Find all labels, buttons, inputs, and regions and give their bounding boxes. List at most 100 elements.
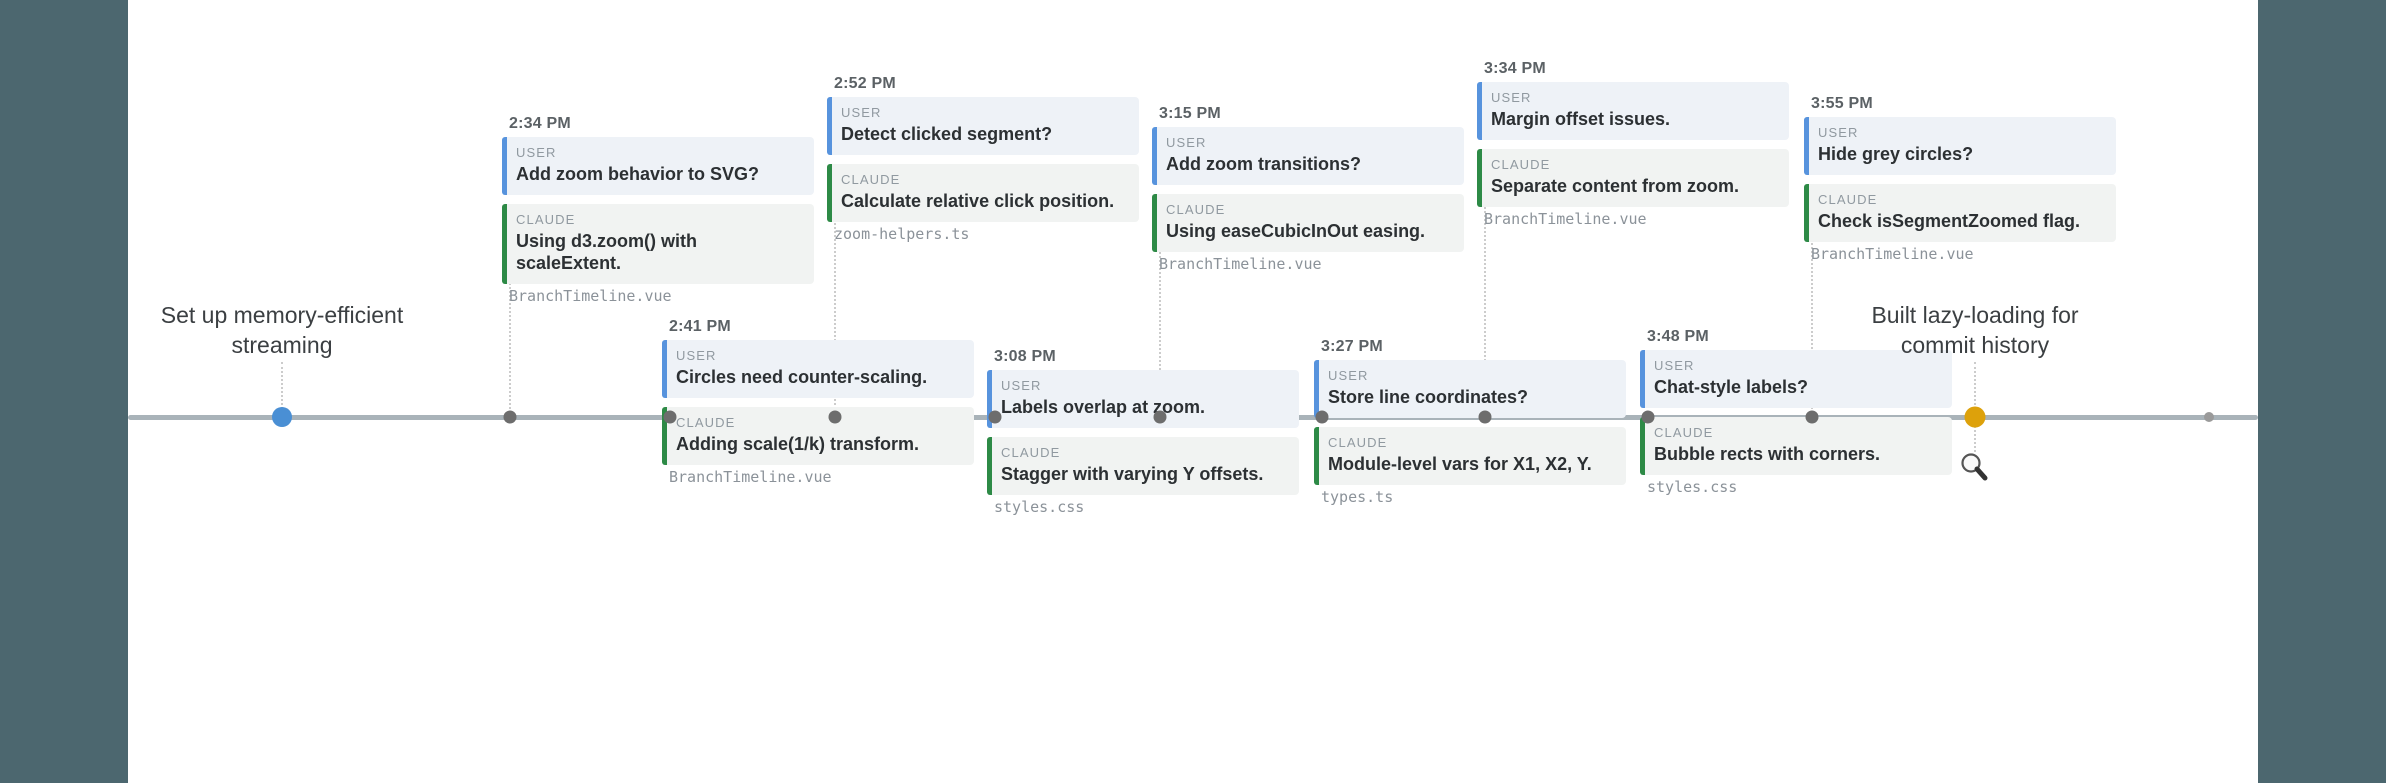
exchange-group[interactable]: 2:41 PM USER Circles need counter-scaling.… — [662, 318, 974, 486]
user-message-card[interactable]: USER Add zoom transitions? — [1152, 127, 1464, 185]
magnifier-icon — [1960, 452, 1990, 489]
user-message-card[interactable]: USER Chat-style labels? — [1640, 350, 1952, 408]
message-text: Add zoom behavior to SVG? — [516, 164, 760, 184]
source-file-label: BranchTimeline.vue — [1159, 255, 1322, 273]
message-role-label: CLAUDE — [1818, 192, 1878, 207]
message-role-label: USER — [1328, 368, 1369, 383]
message-role-label: USER — [1818, 125, 1859, 140]
message-role-label: CLAUDE — [841, 172, 901, 187]
claude-message-card[interactable]: CLAUDE Stagger with varying Y offsets. — [987, 437, 1299, 495]
message-text: Separate content from zoom. — [1491, 176, 1740, 196]
claude-message-card[interactable]: CLAUDE Module-level vars for X1, X2, Y. — [1314, 427, 1626, 485]
message-role-label: USER — [1654, 358, 1695, 373]
message-role-label: USER — [841, 105, 882, 120]
timeline-node[interactable] — [2204, 412, 2214, 422]
message-role-label: CLAUDE — [676, 415, 736, 430]
timeline-node[interactable] — [1478, 410, 1492, 424]
source-file-label: BranchTimeline.vue — [509, 287, 672, 305]
message-role-label: USER — [1491, 90, 1532, 105]
exchange-group[interactable]: 3:34 PM USER Margin offset issues. CLAUDE Se… — [1477, 60, 1789, 228]
message-role-label: CLAUDE — [1166, 202, 1226, 217]
claude-message-card[interactable]: CLAUDE Bubble rects with corners. — [1640, 417, 1952, 475]
node-connector — [509, 255, 511, 417]
source-file-label: BranchTimeline.vue — [1484, 210, 1647, 228]
timeline-node[interactable] — [1805, 410, 1819, 424]
claude-message-card[interactable]: CLAUDE Adding scale(1/k) transform. — [662, 407, 974, 465]
message-text: Labels overlap at zoom. — [1001, 397, 1206, 417]
message-role-label: CLAUDE — [1491, 157, 1551, 172]
user-message-card[interactable]: USER Labels overlap at zoom. — [987, 370, 1299, 428]
claude-message-card[interactable]: CLAUDE Check isSegmentZoomed flag. — [1804, 184, 2116, 242]
message-role-label: USER — [676, 348, 717, 363]
message-role-label: USER — [1001, 378, 1042, 393]
source-file-label: BranchTimeline.vue — [1811, 245, 1974, 263]
timeline-node[interactable] — [1153, 410, 1167, 424]
timeline-node[interactable] — [828, 410, 842, 424]
message-role-label: CLAUDE — [1328, 435, 1388, 450]
node-connector — [1159, 245, 1161, 417]
timeline-node-focused[interactable] — [1964, 406, 1986, 428]
node-connector — [834, 215, 836, 417]
claude-message-card[interactable]: CLAUDE Calculate relative click position. — [827, 164, 1139, 222]
message-role-label: CLAUDE — [1654, 425, 1714, 440]
timeline-node[interactable] — [503, 410, 517, 424]
message-text: Chat-style labels? — [1654, 377, 1809, 397]
message-text: Store line coordinates? — [1328, 387, 1529, 407]
source-file-label: zoom-helpers.ts — [834, 225, 970, 243]
timeline-node-start[interactable] — [272, 407, 292, 427]
user-message-card[interactable]: USER Margin offset issues. — [1477, 82, 1789, 140]
user-message-card[interactable]: USER Add zoom behavior to SVG? — [502, 137, 814, 195]
user-message-card[interactable]: USER Detect clicked segment? — [827, 97, 1139, 155]
message-text: Margin offset issues. — [1491, 109, 1671, 129]
exchange-timestamp: 3:48 PM — [1647, 328, 1709, 345]
timeline-canvas: 2:34 PM USER Add zoom behavior to SVG? CLAU… — [128, 0, 2258, 783]
source-file-label: types.ts — [1321, 488, 1394, 506]
message-text: Calculate relative click position. — [841, 191, 1115, 211]
message-text: Check isSegmentZoomed flag. — [1818, 211, 2081, 231]
exchange-group[interactable]: 2:34 PM USER Add zoom behavior to SVG? CLAU… — [502, 115, 814, 305]
exchange-group[interactable]: 3:27 PM USER Store line coordinates? CLAUDE… — [1314, 338, 1626, 506]
exchange-group[interactable]: 2:52 PM USER Detect clicked segment? CLAUDE… — [827, 75, 1139, 243]
timeline-node[interactable] — [663, 410, 677, 424]
milestone-label: Built lazy-loading for commit history — [1871, 302, 2079, 358]
exchange-timestamp: 2:52 PM — [834, 75, 896, 92]
claude-message-card[interactable]: CLAUDE Separate content from zoom. — [1477, 149, 1789, 207]
milestone-connector — [281, 362, 283, 417]
message-text: Add zoom transitions? — [1166, 154, 1361, 174]
source-file-label: styles.css — [1647, 478, 1738, 496]
message-text: Detect clicked segment? — [841, 124, 1053, 144]
timeline-node[interactable] — [1315, 410, 1329, 424]
message-role-label: CLAUDE — [516, 212, 576, 227]
timeline-node[interactable] — [1641, 410, 1655, 424]
exchange-timestamp: 3:27 PM — [1321, 338, 1383, 355]
exchange-group[interactable]: 3:48 PM USER Chat-style labels? CLAUDE Bubbl… — [1640, 328, 1952, 496]
source-file-label: styles.css — [994, 498, 1085, 516]
exchange-timestamp: 3:34 PM — [1484, 60, 1546, 77]
user-message-card[interactable]: USER Hide grey circles? — [1804, 117, 2116, 175]
message-role-label: USER — [516, 145, 557, 160]
exchange-timestamp: 3:55 PM — [1811, 95, 1873, 112]
message-role-label: CLAUDE — [1001, 445, 1061, 460]
exchange-timestamp: 2:41 PM — [669, 318, 731, 335]
message-text: Stagger with varying Y offsets. — [1001, 464, 1264, 484]
message-text: Module-level vars for X1, X2, Y. — [1328, 454, 1592, 474]
node-connector — [1484, 200, 1486, 417]
message-text: Circles need counter-scaling. — [676, 367, 928, 387]
message-text: Hide grey circles? — [1818, 144, 1974, 164]
cursor-connector — [1974, 417, 1976, 452]
milestone-label: Set up memory-efficient streaming — [160, 302, 404, 358]
exchange-group[interactable]: 3:55 PM USER Hide grey circles? CLAUDE Check… — [1804, 95, 2116, 263]
timeline-node[interactable] — [988, 410, 1002, 424]
message-role-label: USER — [1166, 135, 1207, 150]
user-message-card[interactable]: USER Store line coordinates? — [1314, 360, 1626, 418]
message-text: Bubble rects with corners. — [1654, 444, 1881, 464]
user-message-card[interactable]: USER Circles need counter-scaling. — [662, 340, 974, 398]
message-text: Adding scale(1/k) transform. — [676, 434, 920, 454]
milestone-connector — [1974, 362, 1976, 417]
exchange-timestamp: 2:34 PM — [509, 115, 571, 132]
